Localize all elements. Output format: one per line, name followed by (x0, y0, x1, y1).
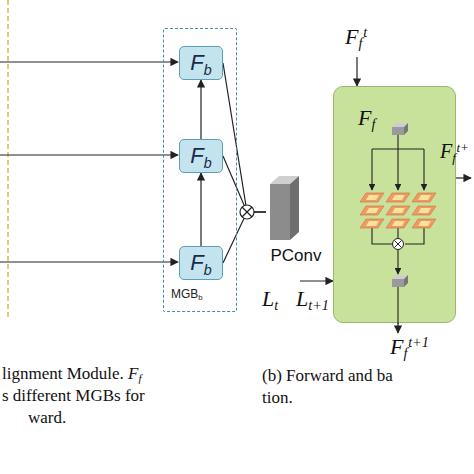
output-arrow (397, 323, 398, 333)
caption-text: lignment Module. Ff (2, 364, 142, 384)
input-arrow (0, 61, 178, 62)
box-label: Fb (190, 143, 211, 168)
caption-text: (b) Forward and ba (262, 366, 393, 386)
text-run: ward. (28, 408, 66, 427)
text-run: lignment Module. (2, 364, 128, 383)
caption-text: s different MGBs for (2, 386, 145, 406)
propagation-box: Ff (333, 86, 456, 323)
multiply-symbol (240, 205, 254, 219)
text-run: F (440, 140, 452, 162)
text-run: f (371, 116, 375, 132)
input-arrow (300, 280, 333, 281)
block-box: Fb (179, 246, 223, 280)
input-symbol: Lt (262, 286, 278, 311)
text-run: f (452, 150, 456, 165)
text-run: b (198, 293, 202, 302)
input-arrow (356, 57, 357, 86)
flow-lines (372, 135, 424, 324)
text-run: f (403, 345, 407, 361)
text-run: b (204, 62, 212, 78)
text-run: s different MGBs for (2, 386, 145, 405)
dashed-group-box: MGBbFbFbFb (163, 28, 237, 312)
text-run: L (296, 286, 308, 311)
text-run: F (128, 364, 138, 383)
caption-text: ward. (28, 408, 66, 428)
text-run: t+ (456, 140, 468, 155)
text-run: t+1 (408, 334, 429, 350)
output-arrow (456, 177, 471, 178)
box-label: Fb (190, 50, 211, 75)
input-arrow (0, 261, 178, 262)
conv-slab (266, 170, 326, 246)
text-run: b (204, 262, 212, 278)
block-box: Fb (179, 139, 223, 173)
connector (223, 156, 266, 212)
dashed-guide (7, 0, 9, 318)
text-run: t+1 (308, 297, 329, 313)
box-label: PConv (270, 246, 321, 266)
feature-symbol: Fft+ (440, 140, 469, 163)
box-label: Ff (358, 105, 375, 130)
text-run: PConv (270, 246, 321, 265)
input-arrow (0, 154, 178, 155)
conv-layer: PConv (266, 170, 326, 274)
text-run: t (363, 24, 367, 40)
text-run: F (390, 334, 403, 359)
propagation-illustration (334, 87, 457, 324)
connector (200, 173, 201, 246)
text-run: MGB (171, 287, 198, 301)
text-run: F (358, 105, 371, 130)
feature-block (392, 275, 408, 287)
feature-stack (360, 193, 436, 228)
connector (223, 63, 266, 212)
text-run: tion. (262, 388, 293, 407)
text-run: F (190, 250, 203, 275)
connector (200, 80, 201, 139)
text-run: F (190, 143, 203, 168)
text-run: L (262, 286, 274, 311)
box-label: Fb (190, 250, 211, 275)
connector (223, 212, 266, 263)
text-run: F (345, 24, 358, 49)
multiply-symbol (393, 239, 404, 250)
input-symbol: Lt+1 (296, 286, 329, 311)
feature-symbol: Fft (345, 24, 367, 49)
feature-block (392, 123, 408, 135)
box-label: MGBb (171, 288, 203, 302)
feature-symbol: Fft+1 (390, 334, 429, 359)
caption-text: tion. (262, 388, 293, 408)
block-box: Fb (179, 46, 223, 80)
text-run: (b) Forward and ba (262, 366, 393, 385)
text-run: f (138, 372, 141, 384)
text-run: b (204, 155, 212, 171)
text-run: F (190, 50, 203, 75)
text-run: t (274, 297, 278, 313)
text-run: f (358, 35, 362, 51)
